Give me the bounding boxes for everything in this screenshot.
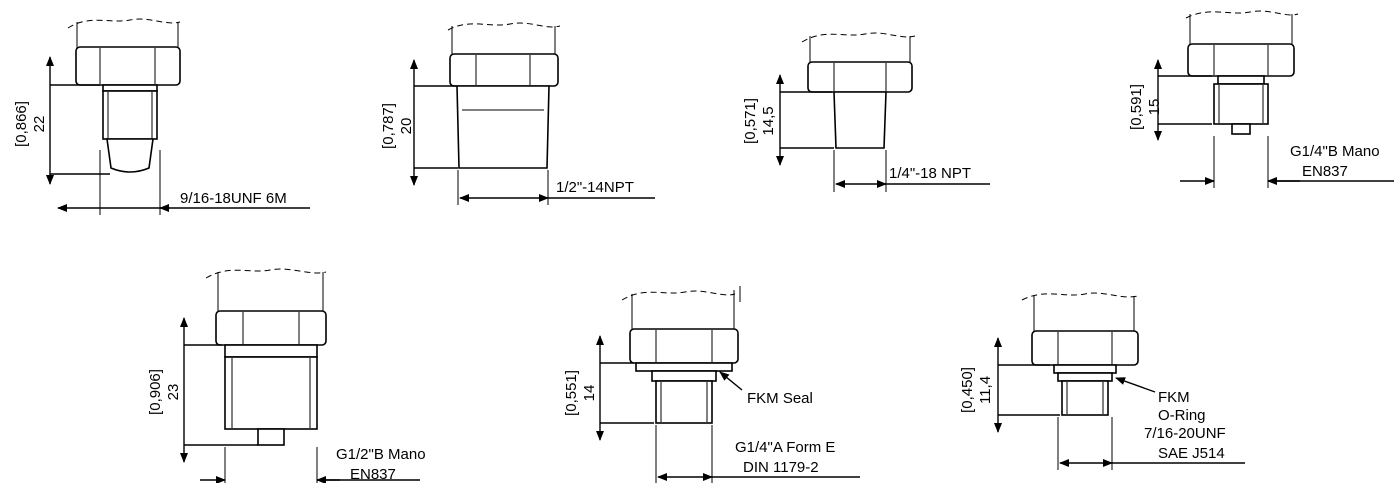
thread-label-3: 1/4"-18 NPT [889, 165, 971, 182]
thread-label-6: G1/4"A Form E [735, 439, 835, 456]
fitting-9-16-18unf: [0,866] 22 9/16-18UNF 6M [13, 18, 310, 215]
thread-label-5: G1/2"B Mano [336, 446, 426, 463]
dim-mm-6: 14 [581, 385, 598, 402]
thread-label-2: 1/2"-14NPT [556, 179, 634, 196]
dim-mm-2: 20 [398, 118, 415, 135]
thread-label-6b: DIN 1179-2 [743, 459, 819, 476]
dim-mm-1: 22 [31, 116, 48, 133]
fitting-g1-2b-mano: [0,906] 23 G1/2"B Mano EN837 [147, 268, 426, 483]
seal-label-7b: O-Ring [1158, 407, 1206, 424]
dim-in-7: [0,450] [959, 367, 976, 413]
fitting-g1-4b-mano: [0,591] 15 G1/4"B Mano EN837 [1128, 10, 1394, 188]
thread-label-7: 7/16-20UNF [1144, 425, 1226, 442]
dim-in-2: [0,787] [380, 103, 397, 149]
dim-mm-3: 14,5 [760, 106, 777, 135]
thread-label-5b: EN837 [350, 466, 396, 483]
dim-in-3: [0,571] [742, 98, 759, 144]
thread-label-4b: EN837 [1302, 163, 1348, 180]
dim-mm-7: 11,4 [977, 376, 994, 404]
dim-in-4: [0,591] [1128, 84, 1145, 130]
fitting-1-4-18npt: [0,571] 14,5 1/4"-18 NPT [742, 32, 990, 192]
dim-mm-5: 23 [165, 384, 182, 401]
fitting-7-16-20unf: [0,450] 11,4 FKM O-Ring 7/16-20UNF SAE J… [959, 292, 1245, 470]
dim-in-5: [0,906] [147, 369, 164, 415]
seal-label-7: FKM [1158, 389, 1190, 406]
seal-label-6: FKM Seal [747, 390, 813, 407]
dim-mm-4: 15 [1146, 99, 1163, 116]
fitting-g1-4a-form-e: [0,551] 14 FKM Seal G1/4"A Form E DIN 11… [563, 286, 860, 483]
thread-label-4: G1/4"B Mano [1290, 143, 1380, 160]
fitting-1-2-14npt: [0,787] 20 1/2"-14NPT [380, 22, 655, 205]
dim-in-6: [0,551] [563, 370, 580, 416]
thread-label-1: 9/16-18UNF 6M [180, 190, 287, 207]
dim-in-1: [0,866] [13, 101, 30, 147]
thread-label-7b: SAE J514 [1158, 445, 1225, 462]
